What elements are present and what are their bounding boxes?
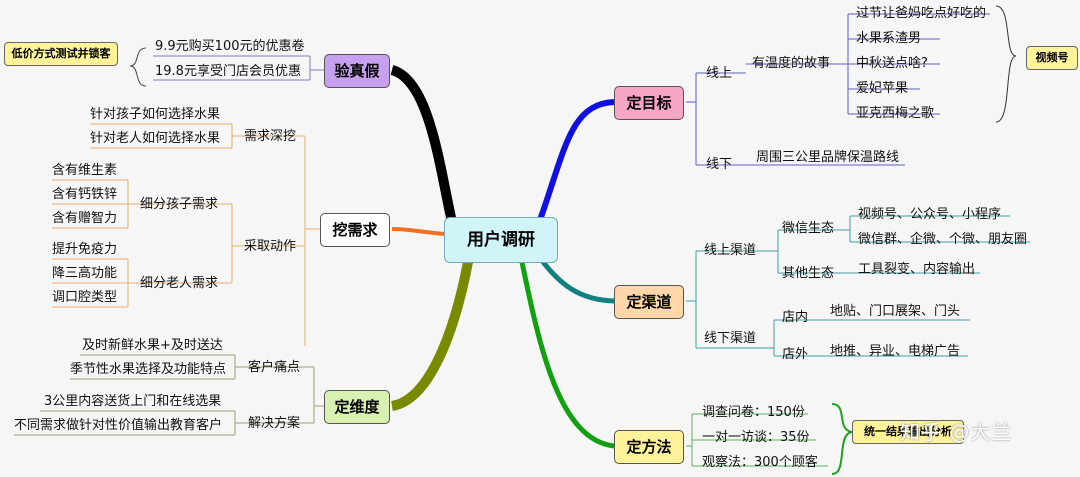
dimension-pain-item-1: 及时新鲜水果+及时送达	[82, 338, 223, 353]
channel-wechat-item-2: 微信群、企微、个微、朋友圈	[858, 232, 1028, 247]
verify-item-2: 19.8元享受门店会员优惠	[155, 64, 301, 79]
channel-wechat-label: 微信生态	[782, 221, 835, 236]
branch-link-verify	[390, 65, 457, 224]
branch-link-channel	[537, 256, 615, 304]
channel-outside-item-1: 地推、异业、电梯广告	[830, 344, 961, 359]
root-node[interactable]: 用户调研	[444, 217, 558, 263]
channel-wechat-item-1: 视频号、公众号、小程序	[858, 207, 1002, 222]
verify-tag: 低价方式测试并锁客	[4, 42, 118, 66]
branch-method[interactable]: 定方法	[614, 430, 684, 464]
target-story-item-4: 爱妃苹果	[856, 81, 909, 96]
channel-inside-label: 店内	[782, 310, 809, 325]
method-item-1: 调查问卷：150份	[702, 405, 805, 420]
target-story-item-5: 亚克西梅之歌	[856, 106, 935, 121]
dig-elder-label: 细分老人需求	[140, 276, 219, 291]
dimension-solution-item-1: 3公里内容送货上门和在线选果	[44, 394, 222, 409]
target-story-item-3: 中秋送点啥?	[856, 56, 928, 71]
channel-other-item-1: 工具裂变、内容输出	[858, 262, 976, 277]
dig-child-item-3: 含有赠智力	[52, 211, 118, 226]
verify-item-1: 9.9元购买100元的优惠卷	[155, 39, 305, 54]
branch-link-method	[519, 261, 615, 449]
target-story-label: 有温度的故事	[752, 56, 831, 71]
dig-elder-item-1: 提升免疫力	[52, 242, 118, 257]
dimension-solution-label: 解决方案	[248, 416, 301, 431]
channel-other-label: 其他生态	[782, 266, 835, 281]
method-tag: 统一结果输出分析	[852, 420, 964, 444]
method-item-2: 一对一访谈：35份	[702, 430, 810, 445]
target-story-item-2: 水果系渣男	[856, 31, 922, 46]
channel-outside-label: 店外	[782, 347, 809, 362]
target-tag: 视频号	[1026, 46, 1078, 70]
dig-child-label: 细分孩子需求	[140, 197, 219, 212]
branch-verify[interactable]: 验真假	[324, 54, 390, 88]
dimension-pain-item-2: 季节性水果选择及功能特点	[70, 362, 227, 377]
target-offline-item: 周围三公里品牌保温路线	[756, 150, 900, 165]
branch-dimension[interactable]: 定维度	[324, 390, 390, 424]
channel-online-label: 线上渠道	[704, 243, 757, 258]
dig-deep-item-2: 针对老人如何选择水果	[90, 131, 221, 146]
dimension-solution-item-2: 不同需求做针对性价值输出教育客户	[14, 418, 223, 433]
branch-channel[interactable]: 定渠道	[614, 285, 684, 319]
dig-elder-item-3: 调口腔类型	[52, 290, 118, 305]
target-offline-label: 线下	[706, 157, 733, 172]
branch-link-dimension	[390, 261, 473, 411]
channel-offline-label: 线下渠道	[704, 331, 757, 346]
target-story-item-1: 过节让爸妈吃点好吃的	[856, 6, 987, 21]
channel-inside-item-1: 地贴、门口展架、门头	[830, 304, 961, 319]
branch-dig[interactable]: 挖需求	[320, 213, 390, 247]
dig-deep-label: 需求深挖	[244, 129, 297, 144]
method-item-3: 观察法：300个顾客	[702, 455, 818, 470]
branch-target[interactable]: 定目标	[614, 86, 684, 120]
watermark: 知乎 @大兰	[900, 420, 1013, 444]
dig-child-item-1: 含有维生素	[52, 163, 118, 178]
dig-child-item-2: 含有钙铁锌	[52, 187, 118, 202]
dimension-pain-label: 客户痛点	[248, 360, 301, 375]
dig-action-label: 采取动作	[244, 239, 297, 254]
dig-deep-item-1: 针对孩子如何选择水果	[90, 107, 221, 122]
target-online-label: 线上	[706, 66, 733, 81]
dig-elder-item-2: 降三高功能	[52, 266, 118, 281]
branch-link-dig	[391, 227, 446, 236]
branch-link-target	[537, 99, 615, 222]
